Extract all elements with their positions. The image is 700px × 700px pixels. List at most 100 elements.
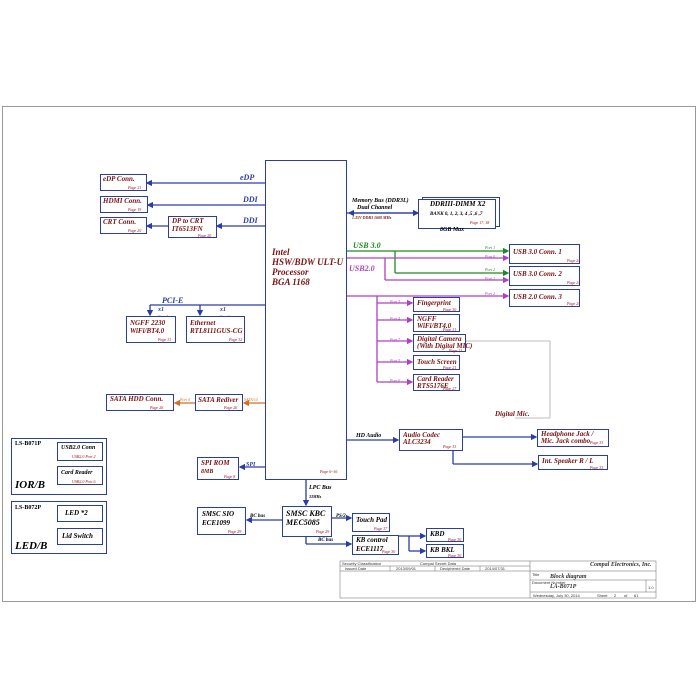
spi-rom-page: Page 8 bbox=[224, 474, 236, 479]
usb3-bus-label: USB 3.0 bbox=[353, 241, 381, 250]
touch-screen bbox=[413, 355, 460, 370]
edp-bus-label: eDP bbox=[240, 173, 255, 182]
sio-bus-label: BC bus bbox=[250, 514, 266, 519]
sata-redriver-label: SATA Rediver bbox=[198, 396, 239, 404]
pcie-bus-label: PCI-E bbox=[162, 296, 184, 305]
cpu-label-1: Intel bbox=[272, 247, 290, 257]
keyboard-page: Page 30 bbox=[448, 537, 462, 542]
ngff-wifi-label-1: NGFF 2230 bbox=[130, 319, 166, 327]
cpu-label-2: HSW/BDW ULT-U bbox=[272, 257, 344, 267]
crt-bus-label: DDI bbox=[243, 216, 258, 225]
sio-controller bbox=[197, 507, 246, 535]
sio-page: Page 29 bbox=[228, 529, 242, 534]
spi-rom-label-2: 8MB bbox=[201, 469, 214, 475]
edp-label: eDP Conn. bbox=[103, 175, 135, 183]
ngff-wifi-page: Page 31 bbox=[158, 337, 172, 342]
memory-voltage-label: 1.35V DDR3 1600 MHz bbox=[352, 215, 392, 220]
ethernet-label-2: RTL8111GUS-CG bbox=[190, 327, 243, 335]
sata-hdd-label: SATA HDD Conn. bbox=[110, 395, 164, 403]
usb3-connector-2-label: USB 3.0 Conn. 2 bbox=[513, 270, 562, 278]
io-card-label: Card Reader bbox=[61, 470, 93, 476]
edp-connector bbox=[100, 174, 147, 191]
audio-codec bbox=[399, 429, 463, 451]
issued-value: 2013/09/01 bbox=[396, 566, 417, 571]
dp-to-crt-page: Page 20 bbox=[198, 233, 212, 238]
usb-conn3-port: Port 2 bbox=[485, 291, 496, 296]
ethernet-controller bbox=[186, 316, 245, 343]
touch-screen-page: Page 21 bbox=[443, 365, 457, 370]
io-board-title: IOR/B bbox=[15, 479, 45, 491]
led-indicator-label: LED *2 bbox=[65, 509, 88, 517]
kbc-label-1: SMSC KBC bbox=[286, 509, 326, 518]
revision: 1.0 bbox=[648, 585, 654, 590]
dp-to-crt-label-2: IT6513FN bbox=[172, 225, 203, 233]
crt-connector bbox=[100, 217, 147, 234]
io-board-id: LS-B071P bbox=[15, 441, 42, 447]
usb-conn2-port-b: Port 1 bbox=[485, 276, 496, 281]
ngff-wifi-module bbox=[126, 316, 176, 343]
ngff-usb-page: Page 31 bbox=[443, 327, 457, 332]
cpu-label-4: BGA 1168 bbox=[272, 277, 310, 287]
usb2-device-port: Port 5 bbox=[390, 358, 401, 363]
sio-label-1: SMSC SIO bbox=[202, 510, 235, 518]
dimm-page: Page 17, 18 bbox=[470, 220, 490, 225]
sio-label-2: ECE1099 bbox=[202, 519, 231, 527]
spi-bus-label: SPI bbox=[246, 462, 256, 468]
doc-number: LA-B071P bbox=[550, 584, 577, 590]
audio-codec-label-1: Audio Codec bbox=[403, 431, 441, 439]
touch-pad-page: Page 37 bbox=[374, 526, 388, 531]
usb3-connector-1-label: USB 3.0 Conn. 1 bbox=[513, 248, 562, 256]
keyboard-label: KBD bbox=[430, 530, 445, 538]
dimm-bank-label: BANK 0, 1, 2, 3, 4 ,5 ,6 ,7 bbox=[430, 212, 483, 217]
digital-camera-page: Page 21 bbox=[449, 348, 463, 353]
card-reader-page: Page 27 bbox=[443, 386, 457, 391]
usb3-connector-1-page: Page 24 bbox=[567, 258, 581, 263]
cpu-page: Page 6~16 bbox=[320, 469, 338, 474]
document-title: Block diagram bbox=[550, 574, 587, 580]
card-reader-label-2: RTS5176E bbox=[417, 382, 449, 390]
headphone-jack-page: Page 33 bbox=[590, 440, 604, 445]
digital-camera-label-1: Digital Camera bbox=[417, 335, 462, 343]
crt-page: Page 20 bbox=[128, 228, 142, 233]
internal-speaker bbox=[538, 455, 608, 470]
kbcontrol-bus-label: BC bus bbox=[318, 538, 334, 543]
usb2-connector-3 bbox=[509, 289, 580, 307]
kbc-label-2: MEC5085 bbox=[286, 518, 320, 527]
security-label: Security Classification bbox=[342, 561, 382, 566]
dimm-max-label: 8GB Max bbox=[440, 227, 465, 233]
dp-to-crt-converter bbox=[168, 216, 217, 238]
sata-hdd-connector bbox=[106, 394, 174, 411]
usb-conn1-port-b: Port 0 bbox=[485, 254, 496, 259]
fingerprint-sensor bbox=[413, 297, 460, 312]
internal-speaker-page: Page 33 bbox=[590, 465, 604, 470]
ethernet-page: Page 32 bbox=[229, 337, 243, 342]
memory-bus-label: Memory Bus (DDR3L) bbox=[352, 198, 409, 204]
card-reader-label-1: Card Reader bbox=[417, 375, 454, 383]
usb3-connector-1 bbox=[509, 244, 580, 264]
dp-to-crt-label-1: DP to CRT bbox=[172, 217, 204, 225]
headphone-jack bbox=[537, 429, 609, 447]
sata-redriver bbox=[195, 394, 243, 411]
hdmi-bus-label: DDI bbox=[243, 195, 258, 204]
lid-switch bbox=[57, 528, 103, 545]
ngff-wifi-label-2: WiFi/BT4.0 bbox=[130, 327, 165, 335]
keyboard-backlight bbox=[426, 544, 464, 558]
ethernet-label-1: Ethernet bbox=[190, 319, 216, 327]
issued-label: Issued Date bbox=[345, 566, 367, 571]
security-value: Compal Secret Data bbox=[420, 561, 457, 566]
dimm-slot bbox=[418, 199, 496, 229]
sata-hdd-page: Page 26 bbox=[150, 405, 164, 410]
io-usb-label: USB2.0 Conn bbox=[61, 445, 96, 451]
usb2-device-port: Port 6 bbox=[390, 378, 401, 383]
kb-control-label-1: KB control bbox=[356, 536, 388, 544]
io-card-reader bbox=[57, 466, 103, 485]
audio-codec-label-2: ALC3234 bbox=[403, 438, 431, 446]
crt-label: CRT Conn. bbox=[103, 218, 137, 226]
io-usb-connector bbox=[57, 442, 103, 461]
keyboard bbox=[426, 528, 464, 542]
memory-channel-label: Dual Channel bbox=[357, 205, 393, 211]
edp-page: Page 21 bbox=[128, 185, 142, 190]
usb2-bus-label: USB2.0 bbox=[349, 264, 375, 273]
touch-pad bbox=[352, 513, 390, 532]
